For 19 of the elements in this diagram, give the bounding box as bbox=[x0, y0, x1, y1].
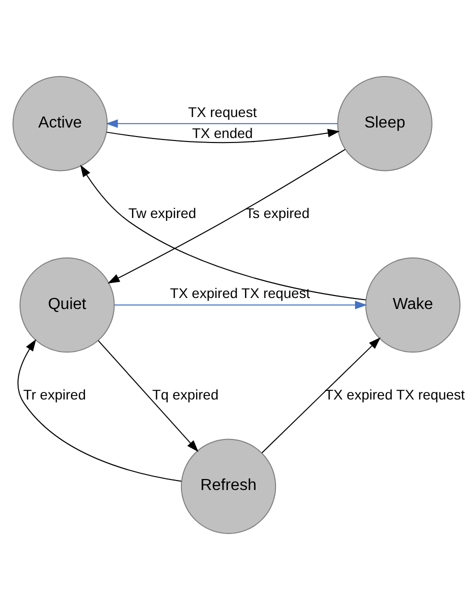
arrow bbox=[106, 128, 340, 143]
node-circle: Active bbox=[12, 76, 108, 171]
arrow bbox=[97, 340, 198, 452]
edge-label: TX request bbox=[188, 103, 256, 120]
edge-label: TX ended bbox=[192, 124, 252, 140]
arrow bbox=[107, 148, 346, 284]
arrow bbox=[113, 300, 367, 309]
edge-label: Tr expired bbox=[22, 386, 86, 402]
arrow bbox=[80, 164, 366, 300]
edge-label: TX expired TX request bbox=[324, 386, 464, 402]
node-circle: Wake bbox=[364, 256, 460, 352]
arrow bbox=[17, 338, 182, 482]
arrow bbox=[105, 118, 338, 128]
edge-label: Ts expired bbox=[245, 204, 310, 221]
edge-label: Tq expired bbox=[152, 386, 218, 402]
node-circle: Sleep bbox=[336, 76, 432, 171]
edge-label: Tw expired bbox=[128, 204, 196, 221]
edge-label: TX expired TX request bbox=[170, 284, 310, 301]
arrow bbox=[260, 336, 380, 453]
